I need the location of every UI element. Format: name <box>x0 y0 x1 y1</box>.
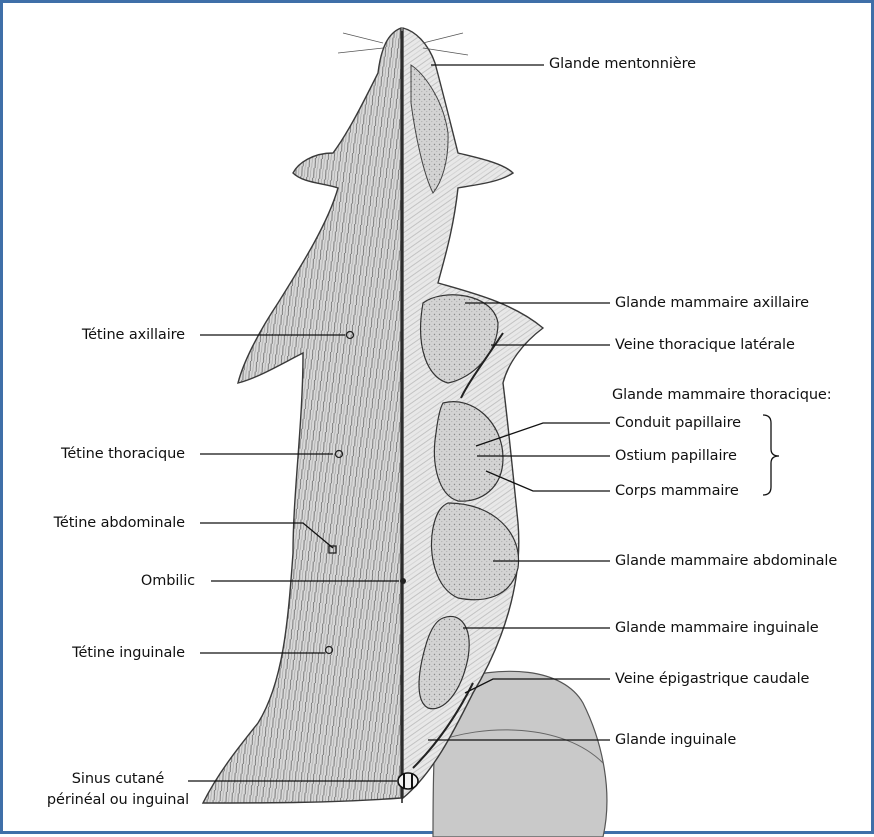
label-tetine-axillaire: Tétine axillaire <box>82 326 185 344</box>
label-glande-mammaire-abdominale: Glande mammaire abdominale <box>615 552 837 570</box>
label-conduit-papillaire: Conduit papillaire <box>615 414 741 432</box>
label-ombilic: Ombilic <box>141 572 195 590</box>
label-glande-mammaire-axillaire: Glande mammaire axillaire <box>615 294 809 312</box>
rat-illustration <box>3 3 874 837</box>
label-glande-mentonniere: Glande mentonnière <box>549 55 696 73</box>
label-corps-mammaire: Corps mammaire <box>615 482 739 500</box>
label-glande-mammaire-thoracique: Glande mammaire thoracique: <box>612 386 832 404</box>
label-sinus-cutane-line1: Sinus cutané <box>43 770 193 788</box>
label-glande-mammaire-inguinale: Glande mammaire inguinale <box>615 619 819 637</box>
umbilicus <box>400 578 406 584</box>
perineal-sinus <box>398 773 418 789</box>
label-veine-epigastrique-caudale: Veine épigastrique caudale <box>615 670 809 688</box>
label-ostium-papillaire: Ostium papillaire <box>615 447 737 465</box>
label-tetine-abdominale: Tétine abdominale <box>54 514 185 532</box>
label-tetine-thoracique: Tétine thoracique <box>61 445 185 463</box>
label-veine-thoracique-laterale: Veine thoracique latérale <box>615 336 795 354</box>
furred-left-half <box>203 28 401 803</box>
label-glande-inguinale: Glande inguinale <box>615 731 736 749</box>
label-sinus-cutane-line2: périnéal ou inguinal <box>43 791 193 809</box>
label-tetine-inguinale: Tétine inguinale <box>72 644 185 662</box>
